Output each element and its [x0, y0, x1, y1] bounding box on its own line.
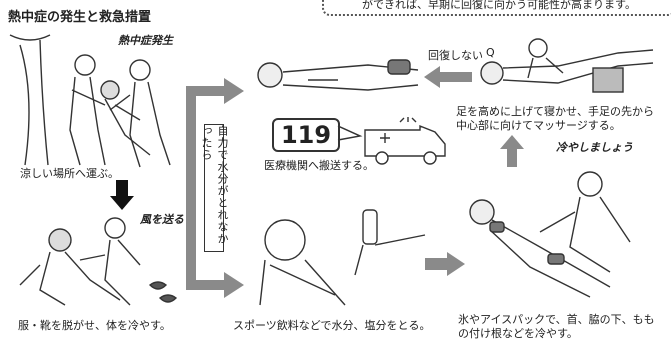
arrow-gray-up [500, 135, 524, 167]
label-cannot-drink: 自力で水分がとれなかったら [200, 125, 229, 245]
arrow-gray-left [424, 66, 472, 88]
victim-head [480, 61, 504, 85]
shoes [148, 281, 178, 303]
arrow-black-down [110, 180, 134, 210]
label-legs-up-2: 中心部に向けてマッサージする。 [456, 119, 621, 132]
label-not-recovered: 回復しない [428, 49, 483, 62]
emergency-number-box: 119 [272, 118, 340, 152]
note-text: ができれば、早期に回復に向かう可能性が高まります。 [362, 0, 636, 11]
note-box: ができれば、早期に回復に向かう可能性が高まります。 [322, 0, 671, 16]
label-fan: 風を送る [140, 213, 184, 226]
victim-head [257, 62, 283, 88]
emergency-number: 119 [280, 121, 332, 149]
rescuer-head [104, 217, 126, 239]
leg-support [592, 67, 624, 93]
label-undress: 服・靴を脱がせ、体を冷やす。 [18, 319, 171, 332]
label-drink: スポーツ飲料などで水分、塩分をとる。 [233, 319, 431, 332]
label-cool-down: 冷やしましょう [556, 141, 633, 154]
scene-fan-illustration [19, 217, 178, 306]
scene-lying-illustration [257, 59, 419, 91]
label-transport: 医療機関へ搬送する。 [264, 159, 374, 172]
cannot-drink-box: 自力で水分がとれなかったら [200, 124, 229, 252]
person-head [264, 219, 306, 261]
speech-pointer [337, 125, 363, 141]
page-title: 熱中症の発生と救急措置 [8, 10, 152, 25]
ambulance-wheel-back [423, 151, 437, 165]
scene-drink-illustration [259, 209, 426, 306]
scene-legs-up-illustration [480, 38, 654, 93]
rescuer-head [528, 38, 548, 58]
ambulance-wheel-front [375, 151, 389, 165]
scene-carry-illustration [9, 34, 171, 168]
label-ice-packs-2: の付け根などを冷やす。 [458, 327, 578, 340]
flow-connector-gray [186, 78, 244, 298]
ice-pack-neck [489, 221, 505, 233]
rescuer-head-2 [129, 59, 151, 81]
label-legs-up-1: 足を高めに上げて寝かせ、手足の先から [456, 105, 654, 118]
ambulance-illustration [364, 117, 446, 165]
victim-head [100, 80, 120, 100]
q-symbol: Q [486, 46, 495, 59]
label-onset: 熱中症発生 [118, 34, 173, 47]
label-move-shade: 涼しい場所へ運ぶ。 [20, 167, 119, 180]
scene-cooling-illustration [469, 171, 631, 298]
label-ice-packs-1: 氷やアイスパックで、首、脇の下、もも [458, 313, 655, 326]
ice-pack [387, 59, 411, 75]
sports-drink-bottle [362, 209, 378, 245]
rescuer-head [577, 171, 603, 197]
victim-head [469, 199, 495, 225]
victim-head [48, 228, 72, 252]
rescuer-head-1 [74, 54, 96, 76]
tree-trunk [19, 39, 49, 166]
ice-pack-thigh [547, 253, 565, 265]
arrow-gray-right-bottom [425, 252, 465, 276]
